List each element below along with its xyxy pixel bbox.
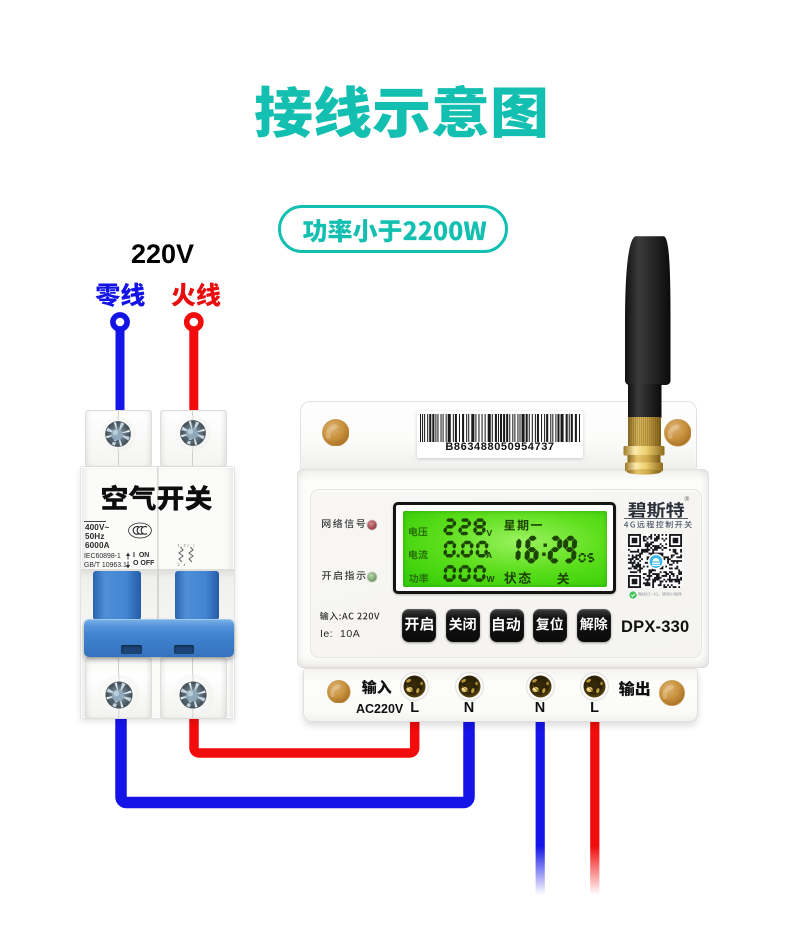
svg-text:4: 4 — [184, 563, 186, 567]
svg-text:3: 3 — [184, 543, 186, 547]
svg-text:1: 1 — [178, 543, 180, 547]
svg-text:|: | — [188, 543, 189, 547]
svg-text:2: 2 — [178, 563, 180, 567]
svg-text:|: | — [194, 543, 195, 547]
